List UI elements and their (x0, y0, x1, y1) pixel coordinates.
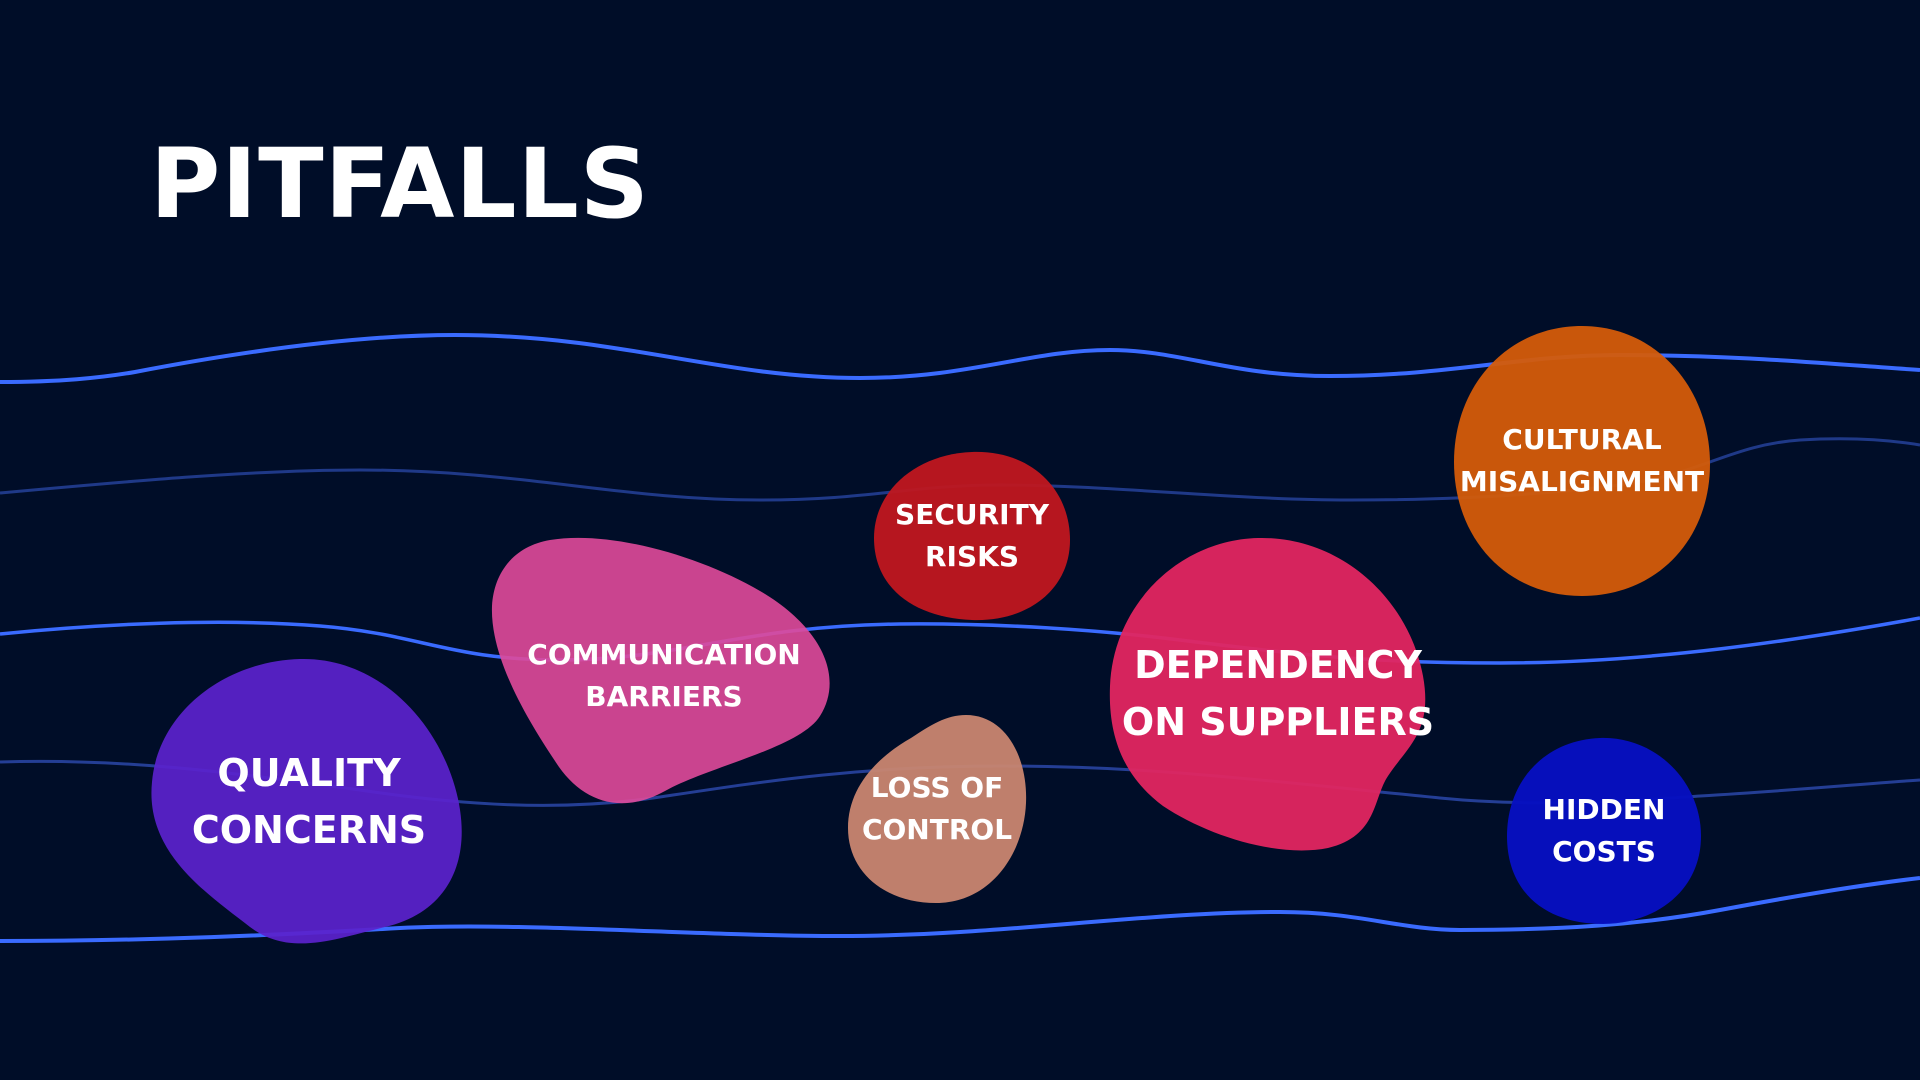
hidden-costs-line1: HIDDEN (1542, 793, 1666, 826)
quality-concerns-line1: QUALITY (217, 751, 401, 795)
cultural-misalignment-line2: MISALIGNMENT (1459, 465, 1705, 498)
loss-of-control-shape (848, 715, 1027, 903)
hidden-costs-shape (1507, 737, 1701, 924)
quality-concerns-blob: QUALITY CONCERNS (150, 657, 468, 947)
communication-barriers-line2: BARRIERS (585, 680, 743, 713)
hidden-costs-line2: COSTS (1552, 835, 1656, 868)
dependency-on-suppliers-blob: DEPENDENCY ON SUPPLIERS (1108, 536, 1435, 852)
communication-barriers-blob: COMMUNICATION BARRIERS (490, 536, 838, 808)
loss-of-control-line1: LOSS OF (870, 771, 1004, 804)
loss-of-control-line2: CONTROL (861, 813, 1013, 846)
quality-concerns-line2: CONCERNS (191, 808, 427, 852)
dependency-on-suppliers-shape (1109, 537, 1426, 851)
security-risks-shape (874, 451, 1070, 621)
wave-line-3 (0, 616, 1920, 665)
hidden-costs-blob: HIDDEN COSTS (1505, 736, 1703, 926)
communication-barriers-line1: COMMUNICATION (527, 638, 801, 671)
security-risks-line2: RISKS (924, 540, 1019, 573)
communication-barriers-shape (491, 537, 830, 804)
cultural-misalignment-blob: CULTURAL MISALIGNMENT (1452, 324, 1712, 598)
dependency-on-suppliers-line2: ON SUPPLIERS (1121, 700, 1435, 744)
cultural-misalignment-line1: CULTURAL (1502, 423, 1662, 456)
quality-concerns-shape (151, 658, 462, 944)
security-risks-blob: SECURITY RISKS (872, 450, 1072, 622)
security-risks-line1: SECURITY (895, 498, 1049, 531)
cultural-misalignment-shape (1454, 326, 1710, 596)
page-title: PITFALLS (150, 128, 650, 240)
loss-of-control-blob: LOSS OF CONTROL (846, 713, 1028, 905)
dependency-on-suppliers-line1: DEPENDENCY (1134, 643, 1422, 687)
